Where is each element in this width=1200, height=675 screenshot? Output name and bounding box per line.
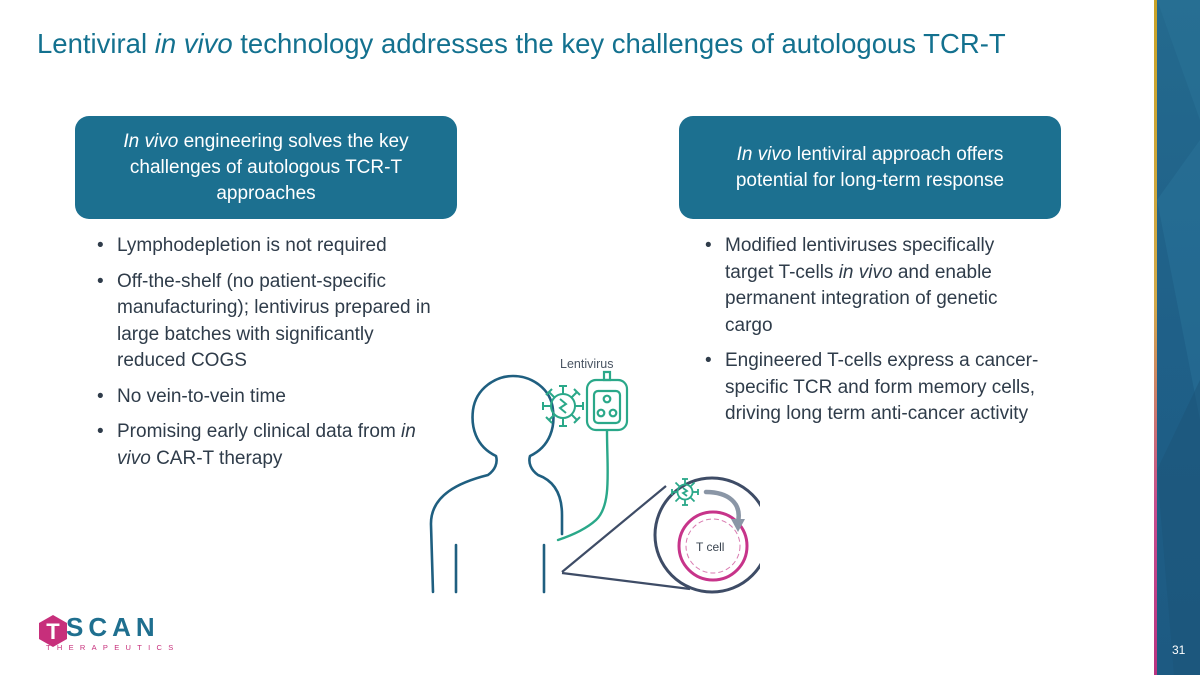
iv-bag-icon [585,370,629,432]
page-number: 31 [1172,643,1186,657]
bullet-text-end: and enable permanent integration of gene… [725,261,998,336]
zoom-line [561,485,667,573]
right-header-box: In vivo lentiviral approach offers poten… [679,116,1061,219]
bullet-item: Off-the-shelf (no patient-specific manuf… [87,269,432,375]
zoom-line [561,571,691,591]
bullet-text: No vein-to-vein time [117,385,286,407]
bullet-item: Engineered T-cells express a cancer-spec… [695,348,1045,428]
lentivirus-label: Lentivirus [560,357,614,371]
bullet-italic: in vivo [838,261,893,283]
slide-title: Lentiviral in vivo technology addresses … [37,28,1006,60]
iv-tube [556,429,609,542]
bullet-item: No vein-to-vein time [87,384,432,411]
left-header-box: In vivo engineering solves the key chall… [75,116,457,219]
left-bullet-list: Lymphodepletion is not required Off-the-… [87,233,432,481]
logo-t-letter: T [46,619,60,644]
curved-arrow-icon [703,489,745,532]
person-silhouette-icon [429,374,564,594]
logo-letters: SCAN [66,612,160,642]
bullet-italic: in vivo [117,421,416,469]
title-text: Lentiviral [37,28,155,59]
logo-subtitle: THERAPEUTICS [46,643,180,652]
bullet-item: Promising early clinical data from in vi… [87,419,432,472]
bullet-text: Lymphodepletion is not required [117,235,387,256]
bullet-text: Promising early clinical data from [117,421,402,442]
logo-hexagon-icon: T [39,615,67,647]
t-cell-icon [677,510,749,582]
bullet-text: Engineered T-cells express a cancer-spec… [725,350,1039,424]
left-box-italic: In vivo [123,130,179,152]
virus-icon [671,478,699,506]
lentivirus-illustration [429,370,760,594]
bullet-item: Lymphodepletion is not required [87,233,432,260]
title-italic: in vivo [154,28,233,59]
t-cell-label: T cell [696,540,725,554]
virus-icon [542,385,584,427]
bullet-text: Off-the-shelf (no patient-specific manuf… [117,270,431,372]
right-bullet-list: Modified lentiviruses specifically targe… [695,233,1045,437]
right-box-italic: In vivo [736,143,792,165]
tscan-logo: T SCAN THERAPEUTICS [36,612,176,658]
bullet-text: Modified lentiviruses specifically targe… [725,235,995,283]
bullet-item: Modified lentiviruses specifically targe… [695,233,1045,339]
title-text-end: technology addresses the key challenges … [232,28,1006,59]
decorative-sidebar [1154,0,1200,675]
right-box-text: lentiviral approach offers potential for… [735,143,1005,191]
bullet-text-end: CAR-T therapy [150,447,283,469]
left-box-text: engineering solves the key challenges of… [129,130,409,204]
